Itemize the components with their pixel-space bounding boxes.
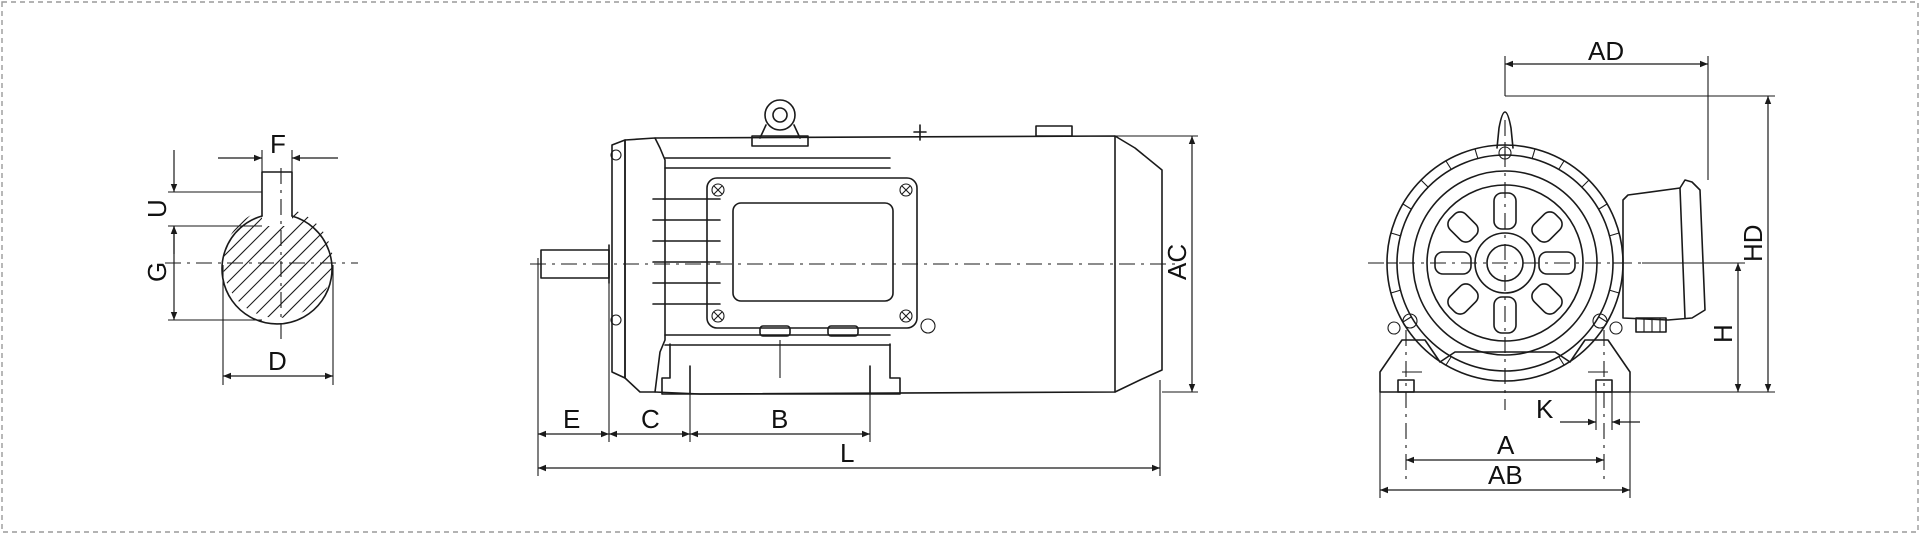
dim-label-l: L	[840, 438, 854, 468]
dim-label-b: B	[771, 404, 788, 434]
motor-end-view: AD HD H K A AB	[1368, 36, 1775, 498]
dim-label-g: G	[142, 262, 172, 282]
dim-label-a: A	[1497, 430, 1515, 460]
dim-label-k: K	[1536, 394, 1554, 424]
dim-label-f: F	[270, 129, 286, 159]
dim-label-c: C	[641, 404, 660, 434]
dim-label-h: H	[1708, 324, 1738, 343]
dim-label-ad: AD	[1588, 36, 1624, 66]
dim-label-d: D	[268, 346, 287, 376]
dim-label-hd: HD	[1738, 224, 1768, 262]
dim-label-ab: AB	[1488, 460, 1523, 490]
dim-label-e: E	[563, 404, 580, 434]
shaft-hatching	[223, 208, 333, 318]
motor-side-view: AC E C B L	[530, 99, 1198, 476]
shaft-cross-section: F U G D	[142, 129, 358, 385]
dim-label-u: U	[142, 199, 172, 218]
dim-label-ac: AC	[1162, 244, 1192, 280]
